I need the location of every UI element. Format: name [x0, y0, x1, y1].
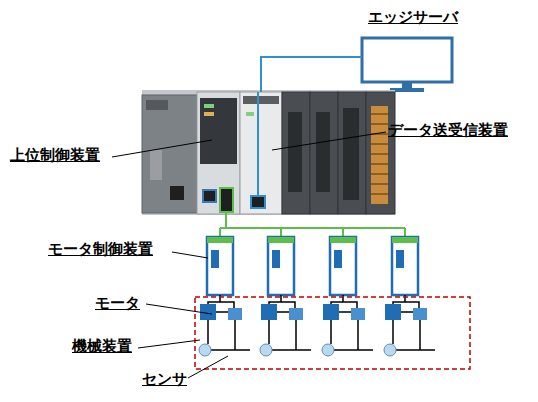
network-cable [257, 92, 259, 197]
callout-label: モータ制御装置 [48, 240, 153, 258]
ethernet-port [251, 196, 265, 208]
machine-boundary [195, 297, 470, 369]
node-label: エッジサーバ [368, 8, 458, 26]
motion-bus [220, 212, 405, 237]
node-label: 上位制御装置 [10, 146, 100, 164]
monitor-icon [362, 38, 452, 92]
edge-server: エッジサーバ [362, 38, 452, 92]
callout-label: 機械装置 [72, 337, 132, 355]
plc-rack [142, 90, 395, 215]
data-module: データ送受信装置 [240, 92, 282, 214]
callout-label: モータ [95, 294, 140, 312]
plc-rack: 上位制御装置データ送受信装置 [142, 88, 395, 215]
callout-label: センサ [142, 370, 187, 388]
leader-lines [112, 132, 386, 378]
node-label: データ送受信装置 [388, 121, 508, 139]
network-cable [261, 57, 362, 92]
